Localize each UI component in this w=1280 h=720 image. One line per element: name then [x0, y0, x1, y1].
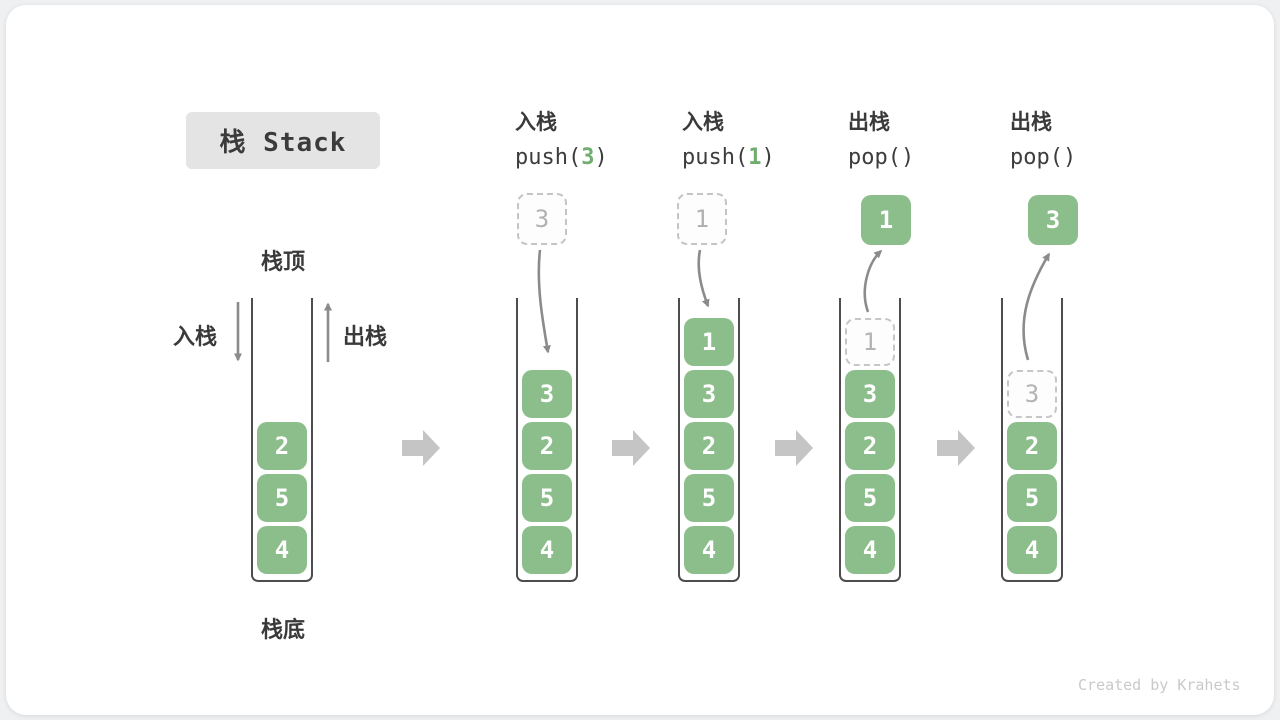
push-direction-label: 入栈 [173, 324, 218, 349]
stack-bottom-label: 栈底 [260, 617, 305, 642]
operation-code: push(3) [515, 145, 608, 170]
step-arrow-icon [937, 430, 975, 466]
watermark: Created by Krahets [1078, 676, 1241, 694]
stack-cell: 2 [684, 422, 734, 470]
operation-name: 出栈 [1010, 111, 1052, 134]
stack-cell: 3 [845, 370, 895, 418]
pending-push-value-box: 1 [677, 193, 727, 245]
stack-cell: 5 [845, 474, 895, 522]
stack-cell: 5 [684, 474, 734, 522]
stack-cell: 1 [684, 318, 734, 366]
stack-top-label: 栈顶 [260, 249, 305, 274]
stack-cell: 3 [684, 370, 734, 418]
stack-cell: 4 [845, 526, 895, 574]
operation-name: 入栈 [515, 111, 557, 134]
stack-cell: 4 [257, 526, 307, 574]
stack-cell: 5 [257, 474, 307, 522]
stack-cell: 4 [1007, 526, 1057, 574]
stack-cell: 4 [684, 526, 734, 574]
operation-arg: 3 [581, 145, 595, 170]
stack-cell: 2 [257, 422, 307, 470]
pending-push-value-box: 3 [517, 193, 567, 245]
stack-cell-ghost: 1 [845, 318, 895, 366]
stack-cell: 2 [1007, 422, 1057, 470]
diagram-title: 栈 Stack [186, 112, 380, 169]
stack-cell-ghost: 3 [1007, 370, 1057, 418]
operation-arg: 1 [748, 145, 762, 170]
stack-cell: 4 [522, 526, 572, 574]
pop-direction-label: 出栈 [343, 324, 388, 349]
operation-label-push-1: 入栈 push(1) [682, 106, 842, 170]
stack-cell: 5 [1007, 474, 1057, 522]
operation-label-pop-3: 出栈 pop() [1010, 106, 1170, 170]
operation-code: pop() [1010, 145, 1077, 170]
stack-cell: 5 [522, 474, 572, 522]
operation-label-push-3: 入栈 push(3) [515, 106, 675, 170]
stack-cell: 2 [845, 422, 895, 470]
step-arrow-icon [775, 430, 813, 466]
operation-label-pop-1: 出栈 pop() [848, 106, 1008, 170]
popped-value-box: 3 [1028, 195, 1078, 245]
operation-code: push(1) [682, 145, 775, 170]
stack-cell: 3 [522, 370, 572, 418]
operation-name: 入栈 [682, 111, 724, 134]
stack-cell: 2 [522, 422, 572, 470]
step-arrow-icon [402, 430, 440, 466]
step-arrow-icon [612, 430, 650, 466]
popped-value-box: 1 [861, 195, 911, 245]
operation-name: 出栈 [848, 111, 890, 134]
operation-code: pop() [848, 145, 915, 170]
